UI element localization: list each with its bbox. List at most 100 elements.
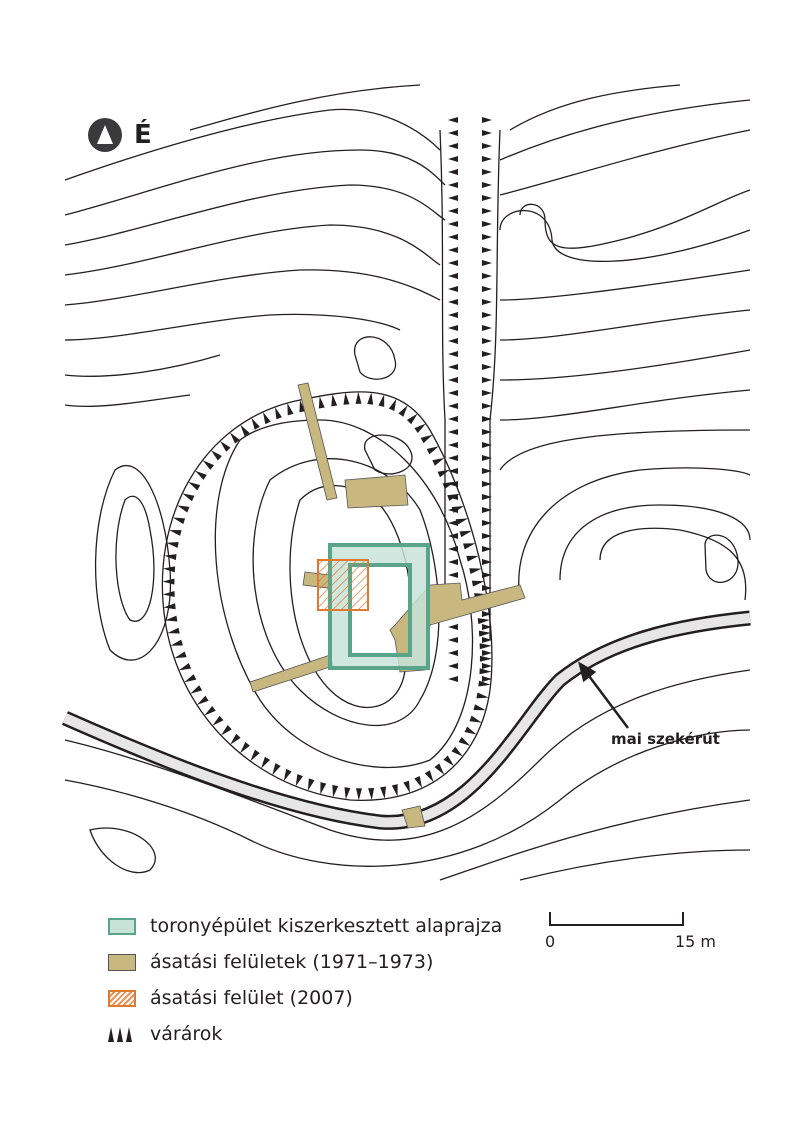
moat-triangle: [220, 440, 231, 452]
moat-triangle: [448, 624, 458, 630]
road-label: mai szekérút: [611, 730, 720, 748]
moat-triangle: [458, 736, 471, 746]
moat-triangle: [448, 429, 458, 435]
legend-label: ásatási felületek (1971–1973): [150, 951, 434, 973]
moat-triangle: [162, 566, 176, 573]
moat-triangle: [448, 455, 458, 461]
moat-triangle: [190, 685, 203, 694]
moat-triangle: [355, 788, 362, 801]
moat-triangle: [482, 130, 493, 136]
moat-triangle: [482, 429, 492, 435]
moat-triangle: [448, 546, 458, 552]
moat-triangle: [229, 432, 240, 444]
moat-triangle: [478, 680, 491, 687]
moat-triangle: [448, 494, 458, 500]
legend: toronyépület kiszerkesztett alaprajza ás…: [108, 908, 502, 1052]
moat-triangle: [463, 543, 476, 550]
moat-triangle: [482, 442, 492, 448]
moat-triangle: [482, 117, 492, 123]
moat-triangle: [482, 520, 492, 526]
moat-triangle: [414, 423, 426, 434]
moat-triangle: [426, 446, 439, 455]
moat-triangle: [448, 169, 459, 175]
excavation-new-swatch-icon: [108, 989, 136, 1007]
moat-triangle: [332, 785, 339, 798]
moat-triangle: [482, 663, 492, 669]
moat-triangle: [448, 195, 459, 201]
moat-triangle: [448, 364, 458, 370]
moat-triangle: [448, 247, 459, 253]
moat-triangle: [482, 169, 493, 175]
moat-triangle: [482, 325, 493, 331]
moat-triangle: [451, 746, 463, 757]
moat-triangle: [482, 468, 492, 474]
legend-label: ásatási felület (2007): [150, 987, 353, 1009]
moat-triangle: [174, 651, 187, 659]
moat-triangle: [448, 143, 459, 149]
moat-triangle: [398, 405, 408, 417]
moat-triangle: [170, 639, 183, 646]
moat-triangle: [478, 630, 492, 637]
moat-triangle: [482, 260, 493, 266]
moat-triangle: [406, 413, 418, 425]
moat-triangle: [380, 786, 387, 799]
moat-triangle: [482, 416, 492, 422]
moat-triangle: [482, 650, 492, 656]
moat-triangle: [162, 590, 175, 597]
moat-triangle: [230, 733, 241, 745]
moat-triangle: [212, 715, 224, 726]
moat-triangle: [163, 603, 176, 610]
moat-triangle: [477, 618, 490, 625]
legend-item-tower: toronyépület kiszerkesztett alaprajza: [108, 908, 502, 944]
north-label: É: [134, 120, 152, 150]
scale-line: [549, 912, 684, 926]
moat-triangle: [448, 676, 458, 682]
moat-triangle: [482, 559, 492, 565]
moat-triangle: [240, 424, 250, 437]
moat-triangle: [283, 768, 292, 782]
moat-triangle: [482, 455, 492, 461]
moat-triangle: [469, 715, 482, 723]
moat-triangle: [448, 234, 459, 240]
moat-triangle: [169, 530, 182, 536]
moat-triangle: [221, 724, 232, 736]
moat-triangle: [448, 559, 458, 565]
moat-triangle: [414, 776, 423, 789]
moat-triangle: [344, 787, 351, 800]
moat-triangle: [448, 507, 458, 513]
moat-triangle: [482, 195, 493, 201]
moat-triangle: [448, 416, 458, 422]
moat-triangle: [195, 470, 207, 480]
moat-triangle: [448, 130, 459, 136]
moat-triangle: [482, 481, 492, 487]
excavation-1971-1973: [249, 382, 526, 829]
moat-triangle: [482, 351, 492, 357]
moat-triangle: [355, 391, 362, 404]
moat-triangle: [448, 338, 458, 344]
moat-triangle: [469, 568, 482, 575]
moat-triangle: [448, 663, 458, 669]
tower-swatch-icon: [108, 917, 136, 935]
moat-triangle: [448, 390, 458, 396]
moat-triangle: [165, 615, 178, 622]
moat-triangle: [448, 312, 459, 318]
moat-triangle: [251, 417, 260, 430]
moat-triangle: [455, 518, 469, 525]
moat-triangle: [482, 390, 492, 396]
moat-triangle: [182, 493, 195, 502]
moat-triangle: [196, 695, 209, 705]
north-arrow-icon: [88, 118, 122, 152]
moat-triangle: [448, 182, 459, 188]
moat-triangle: [167, 627, 180, 634]
moat-triangle: [459, 530, 472, 538]
moat-triangle: [432, 457, 445, 466]
moat-triangle: [479, 668, 492, 675]
legend-label: várárok: [150, 1023, 223, 1045]
moat-triangle: [434, 763, 445, 775]
excavation-old-swatch-icon: [108, 953, 136, 971]
moat-triangle: [482, 234, 493, 240]
moat-triangle: [482, 572, 492, 578]
moat-triangle: [476, 692, 489, 699]
moat-triangle: [343, 392, 350, 405]
moat-triangle: [177, 505, 190, 513]
